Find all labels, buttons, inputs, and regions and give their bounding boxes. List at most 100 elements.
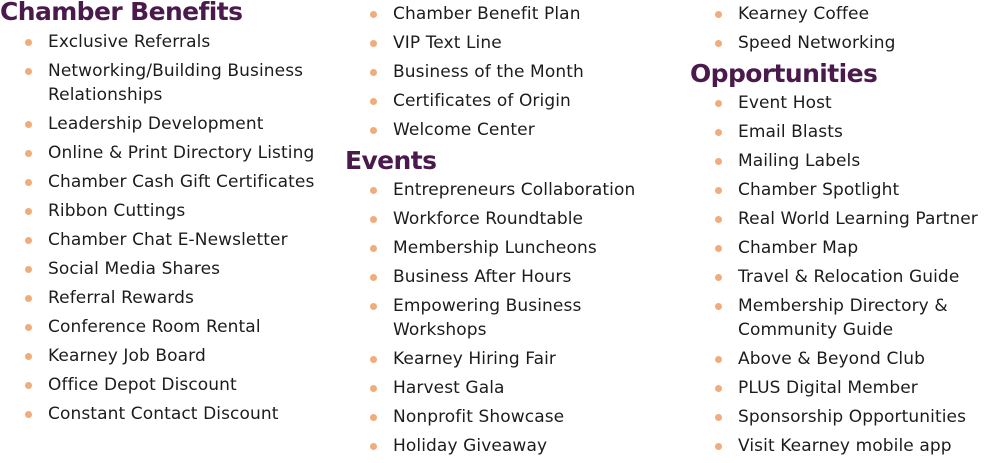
list-item: Above & Beyond Club [690,347,995,371]
list-item: Harvest Gala [345,376,675,400]
bullet-dot-icon [715,414,722,421]
list-item-label: Travel & Relocation Guide [738,267,960,287]
list-item-label: Chamber Spotlight [738,180,900,200]
list-item: Referral Rewards [0,286,330,310]
list-item-label: Networking/Building Business Relationshi… [48,61,304,105]
bullet-dot-icon [715,129,722,136]
bullet-dot-icon [25,411,32,418]
opportunities-heading: Opportunities [690,59,878,88]
list-item-label: Referral Rewards [48,288,194,308]
list-item: Networking/Building Business Relationshi… [0,59,330,107]
bullet-dot-icon [715,274,722,281]
list-item: Kearney Job Board [0,344,330,368]
bullet-dot-icon [715,245,722,252]
list-item-label: Membership Luncheons [393,238,597,258]
bullet-dot-icon [25,179,32,186]
bullet-dot-icon [715,356,722,363]
list-item: Mailing Labels [690,149,995,173]
list-item-label: Leadership Development [48,114,264,134]
list-item: Holiday Giveaway [345,434,675,458]
list-item: Membership Directory & Community Guide [690,294,995,342]
list-item-label: Constant Contact Discount [48,404,279,424]
bullet-dot-icon [25,237,32,244]
list-item-label: Harvest Gala [393,378,505,398]
bullet-dot-icon [25,353,32,360]
list-item: Business of the Month [345,60,675,84]
list-item-label: Conference Room Rental [48,317,261,337]
list-item-label: PLUS Digital Member [738,378,918,398]
list-item: Chamber Spotlight [690,178,995,202]
bullet-dot-icon [370,303,377,310]
list-item: Ribbon Cuttings [0,199,330,223]
list-item: Exclusive Referrals [0,30,330,54]
list-item-label: Speed Networking [738,33,896,53]
list-item-label: Ribbon Cuttings [48,201,186,221]
bullet-dot-icon [25,68,32,75]
list-item-label: Business After Hours [393,267,572,287]
bullet-dot-icon [370,216,377,223]
list-item-label: Mailing Labels [738,151,861,171]
list-item: Membership Luncheons [345,236,675,260]
bullet-dot-icon [25,121,32,128]
list-item-label: Online & Print Directory Listing [48,143,315,163]
bullet-dot-icon [715,11,722,18]
list-item: Speed Networking [690,31,995,55]
list-item-label: Workforce Roundtable [393,209,584,229]
bullet-dot-icon [25,295,32,302]
list-item: Chamber Map [690,236,995,260]
list-item: Visit Kearney mobile app [690,434,995,458]
list-item-label: Event Host [738,93,832,113]
bullet-dot-icon [715,40,722,47]
list-item-label: Certificates of Origin [393,91,571,111]
list-item: Sponsorship Opportunities [690,405,995,429]
list-item-label: Kearney Coffee [738,4,870,24]
list-item-label: VIP Text Line [393,33,502,53]
bullet-dot-icon [370,414,377,421]
bullet-dot-icon [715,158,722,165]
list-item-label: Kearney Job Board [48,346,206,366]
list-item: Leadership Development [0,112,330,136]
bullet-dot-icon [25,208,32,215]
bullet-dot-icon [715,303,722,310]
list-item-label: Sponsorship Opportunities [738,407,967,427]
bullet-dot-icon [370,443,377,450]
bullet-dot-icon [370,69,377,76]
list-item-label: Business of the Month [393,62,584,82]
list-item: Chamber Cash Gift Certificates [0,170,330,194]
list-item-label: Membership Directory & Community Guide [738,296,948,340]
list-item-label: Real World Learning Partner [738,209,978,229]
list-item: Travel & Relocation Guide [690,265,995,289]
bullet-dot-icon [370,98,377,105]
list-item-label: Kearney Hiring Fair [393,349,557,369]
list-item: Office Depot Discount [0,373,330,397]
bullet-dot-icon [370,40,377,47]
list-item-label: Entrepreneurs Collaboration [393,180,636,200]
list-item: Empowering Business Workshops [345,294,675,342]
list-item: Welcome Center [345,118,675,142]
list-item-label: Holiday Giveaway [393,436,548,456]
list-item-label: Social Media Shares [48,259,221,279]
list-item: PLUS Digital Member [690,376,995,400]
list-item-label: Exclusive Referrals [48,32,211,52]
list-item: Constant Contact Discount [0,402,330,426]
bullet-dot-icon [370,356,377,363]
list-item: Event Host [690,91,995,115]
list-item: Nonprofit Showcase [345,405,675,429]
list-item: Chamber Benefit Plan [345,2,675,26]
bullet-dot-icon [370,11,377,18]
list-item-label: Visit Kearney mobile app [738,436,952,456]
bullet-dot-icon [715,100,722,107]
bullet-dot-icon [25,382,32,389]
bullet-dot-icon [25,266,32,273]
bullet-dot-icon [715,443,722,450]
list-item: Workforce Roundtable [345,207,675,231]
list-item: Online & Print Directory Listing [0,141,330,165]
bullet-dot-icon [370,245,377,252]
